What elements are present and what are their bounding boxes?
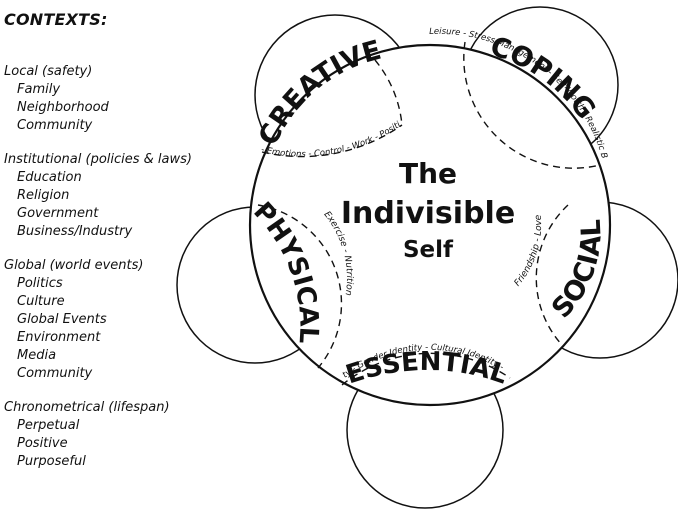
context-item: Community	[17, 118, 93, 133]
creative-dashed-arc	[261, 124, 403, 158]
context-heading: Global (world events)	[4, 258, 144, 273]
context-group-global: Global (world events) Politics Culture G…	[4, 257, 239, 383]
context-item: Global Events	[17, 312, 107, 327]
social-dashed-arc	[535, 204, 569, 346]
context-heading: Institutional (policies & laws)	[4, 152, 192, 167]
contexts-panel: CONTEXTS: Local (safety) Family Neighbor…	[4, 10, 239, 487]
main-circle	[248, 43, 612, 407]
context-item: Business/Industry	[17, 224, 133, 239]
context-item: Media	[17, 348, 57, 363]
context-heading: Chronometrical (lifespan)	[4, 400, 170, 415]
context-group-local: Local (safety) Family Neighborhood Commu…	[4, 63, 239, 135]
creative-dashed-arc-side	[374, 59, 403, 126]
context-item: Purposeful	[17, 454, 86, 469]
context-item: Positive	[17, 436, 68, 451]
context-item: Environment	[17, 330, 101, 345]
center-title-self: Self	[403, 237, 454, 263]
context-item: Education	[17, 170, 82, 185]
context-group-chronometrical: Chronometrical (lifespan) Perpetual Posi…	[4, 399, 239, 471]
center-title-the: The	[399, 157, 457, 190]
essential-dashed-arc	[341, 352, 511, 386]
contexts-title: CONTEXTS:	[4, 10, 108, 29]
context-item: Culture	[17, 294, 65, 309]
context-item: Politics	[17, 276, 63, 291]
coping-dashed-arc	[463, 41, 601, 169]
context-item: Community	[17, 366, 93, 381]
context-item: Perpetual	[17, 418, 80, 433]
context-item: Family	[17, 82, 61, 97]
context-heading: Local (safety)	[4, 64, 93, 79]
context-item: Government	[17, 206, 99, 221]
context-item: Neighborhood	[17, 100, 109, 115]
context-group-institutional: Institutional (policies & laws) Educatio…	[4, 151, 239, 241]
physical-dashed-arc	[257, 204, 343, 369]
center-title-indivisible: Indivisible	[341, 196, 515, 231]
context-item: Religion	[17, 188, 70, 203]
